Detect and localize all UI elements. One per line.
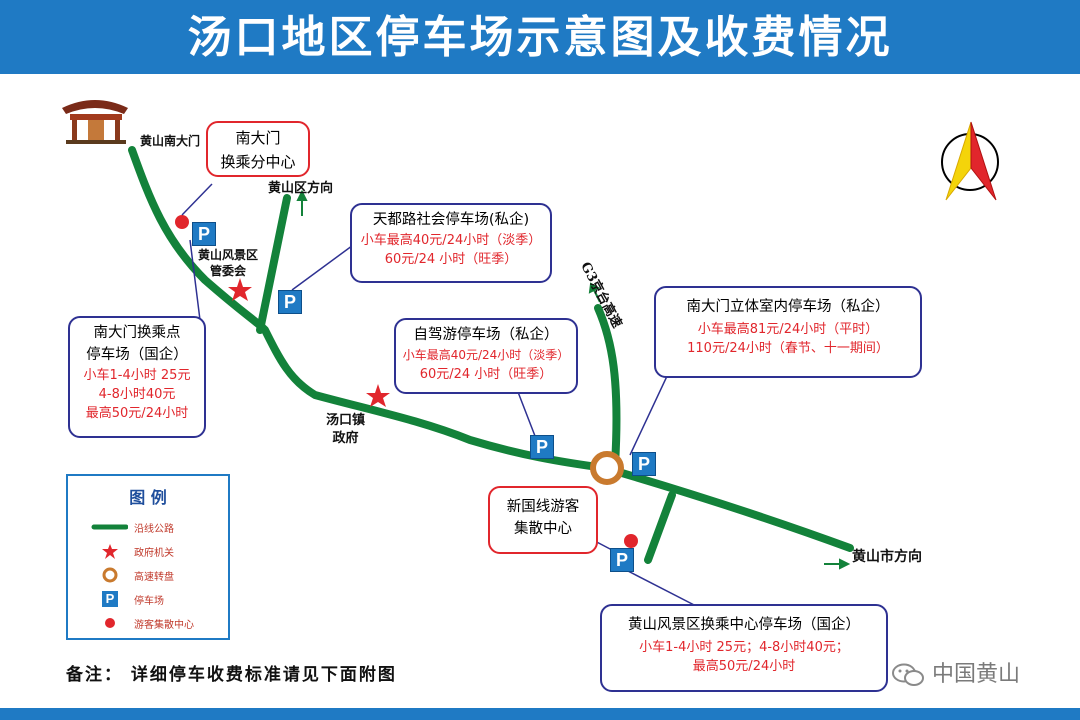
callout-price-line: 小车最高81元/24小时（平时） [697, 322, 879, 337]
callout-price-line: 小车最高40元/24小时（淡季） [402, 348, 570, 362]
callout-title: 黄山风景区换乘中心停车场（国企） [628, 617, 860, 633]
callout-south-gate-point-parking[interactable]: 南大门换乘点 停车场（国企） 小车1-4小时 25元 4-8小时40元 最高50… [68, 316, 206, 438]
callout-transfer-center-parking[interactable]: 黄山风景区换乘中心停车场（国企） 小车1-4小时 25元；4-8小时40元； 最… [600, 604, 888, 692]
callout-title: 南大门换乘点 停车场（国企） [86, 325, 188, 363]
direction-arrows [296, 189, 851, 570]
government-star-icon [228, 278, 252, 301]
roundabout-icon [102, 567, 118, 583]
red-dot-icon [105, 618, 115, 628]
legend: 图 例 沿线公路 政府机关 高速转盘 P 停车场 游客集散中心 [66, 474, 230, 640]
legend-label: 政府机关 [134, 548, 174, 559]
callout-distribution-center[interactable]: 新国线游客 集散中心 [488, 486, 598, 554]
road-to-huangshan-district [256, 194, 291, 334]
header-bar: 汤口地区停车场示意图及收费情况 [0, 0, 1080, 74]
callout-title: 南大门立体室内停车场（私企） [686, 299, 890, 315]
north-arrow-icon [941, 121, 999, 201]
parking-icon[interactable]: P [632, 452, 656, 476]
callout-title: 自驾游停车场（私企） [413, 327, 559, 343]
red-star-icon [102, 544, 118, 559]
parking-icon[interactable]: P [278, 290, 302, 314]
callout-title: 新国线游客 集散中心 [506, 499, 580, 537]
government-star-icon [366, 384, 390, 407]
callout-self-drive-parking[interactable]: 自驾游停车场（私企） 小车最高40元/24小时（淡季） 60元/24 小时（旺季… [394, 318, 578, 394]
callout-title: 天都路社会停车场(私企) [372, 212, 530, 228]
legend-item-roundabout: 高速转盘 [68, 566, 228, 586]
callout-price-line: 60元/24 小时（旺季） [419, 367, 553, 382]
parking-icon[interactable]: P [610, 548, 634, 572]
wechat-icon [892, 663, 924, 686]
road-g3 [594, 304, 621, 469]
callout-title: 南大门 换乘分中心 [220, 129, 296, 171]
legend-label: 停车场 [134, 596, 164, 607]
footnote: 备注： 详细停车收费标准请见下面附图 [66, 665, 397, 685]
road-to-transfer-center [644, 491, 676, 564]
legend-item-government: 政府机关 [68, 542, 228, 562]
parking-icon[interactable]: P [192, 222, 216, 246]
legend-label: 高速转盘 [134, 572, 174, 583]
callout-price-line: 最高50元/24小时 [692, 659, 796, 674]
label-tangkou-gov: 汤口镇 政府 [326, 413, 366, 446]
roads [128, 146, 854, 564]
main-road [128, 146, 854, 552]
arrow-g3 [593, 289, 601, 303]
south-gate-pavilion-icon [62, 100, 128, 144]
legend-label: 沿线公路 [134, 524, 174, 535]
label-city-direction: 黄山市方向 [852, 549, 922, 565]
label-huangshan-district: 黄山区方向 [268, 181, 334, 196]
bottom-bar [0, 708, 1080, 720]
parking-icon: P [102, 591, 118, 607]
callout-price-line: 60元/24 小时（旺季） [384, 252, 518, 267]
watermark: 中国黄山 [892, 658, 1052, 692]
callout-price-line: 110元/24小时（春节、十一期间） [687, 341, 889, 356]
legend-title: 图 例 [129, 488, 167, 507]
distribution-center-dot-icon [175, 215, 189, 229]
callout-price-line: 小车1-4小时 25元 [83, 368, 191, 383]
roundabout-icon [590, 451, 624, 485]
parking-icon[interactable]: P [530, 435, 554, 459]
watermark-text: 中国黄山 [932, 662, 1021, 687]
callout-price-line: 4-8小时40元 [98, 387, 176, 402]
label-committee: 黄山风景区 管委会 [198, 248, 259, 278]
map-title: 汤口地区停车场示意图及收费情况 [187, 12, 893, 63]
callout-tiandu-parking[interactable]: 天都路社会停车场(私企) 小车最高40元/24小时（淡季） 60元/24 小时（… [350, 203, 552, 283]
callout-price-line: 小车最高40元/24小时（淡季） [360, 233, 542, 248]
callout-price-line: 最高50元/24小时 [85, 406, 189, 421]
callout-transfer-subcenter[interactable]: 南大门 换乘分中心 [206, 121, 310, 177]
legend-label: 游客集散中心 [134, 620, 194, 631]
label-south-gate: 黄山南大门 [140, 134, 201, 148]
callout-price-line: 小车1-4小时 25元；4-8小时40元； [639, 640, 849, 655]
distribution-center-dot-icon [624, 534, 638, 548]
legend-item-road: 沿线公路 [68, 518, 228, 538]
legend-item-parking: P 停车场 [68, 590, 228, 610]
callout-indoor-parking[interactable]: 南大门立体室内停车场（私企） 小车最高81元/24小时（平时） 110元/24小… [654, 286, 922, 378]
legend-item-distribution: 游客集散中心 [68, 614, 228, 634]
